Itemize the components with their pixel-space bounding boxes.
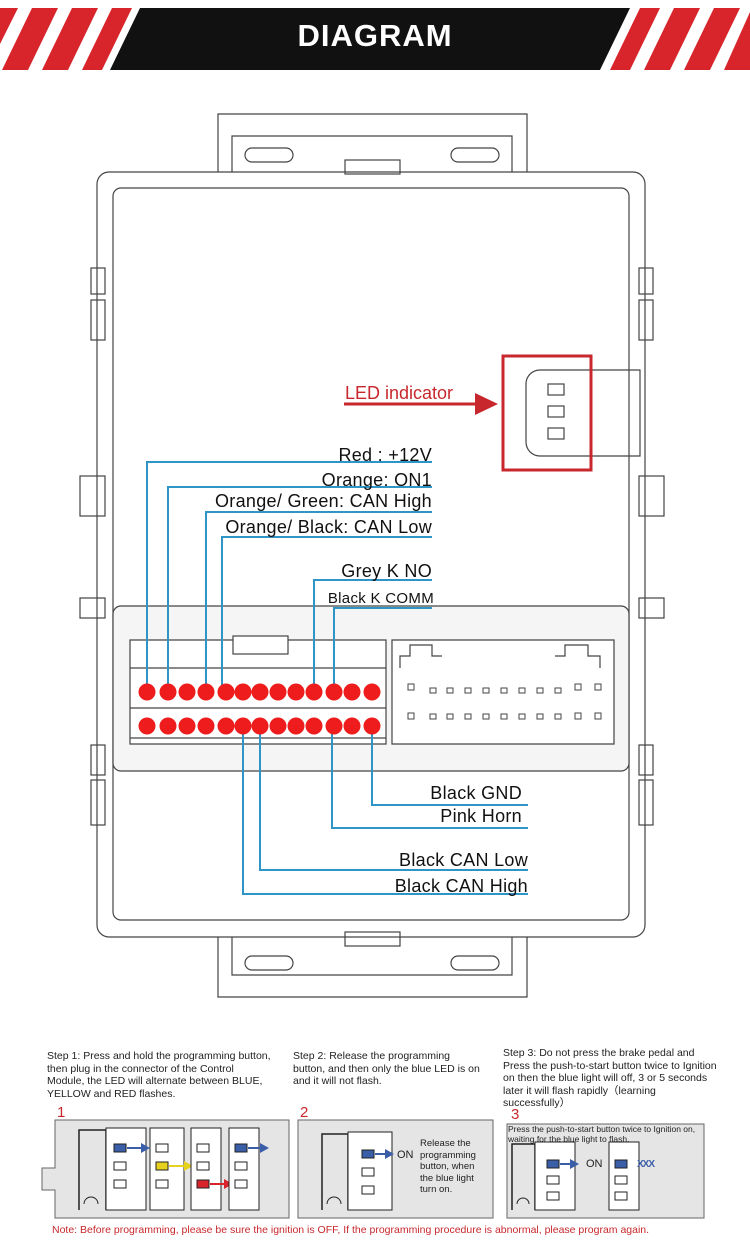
connector-pin [343,717,361,735]
connector-pin [325,717,343,735]
step-2-caption: Release the programming button, when the… [420,1138,476,1195]
connector-pin [234,683,252,701]
wire-label-pink-horn: Pink Horn [440,806,522,826]
step-1-text: Step 1: Press and hold the programming b… [47,1050,271,1100]
step-2-on-label: ON [397,1149,414,1161]
step-1-number: 1 [57,1104,66,1121]
step-3-illustration [506,1123,705,1219]
step-3-flash-indicator: XXX [637,1159,655,1170]
step-1-illustration [41,1119,290,1219]
connector-pin [251,717,269,735]
header-banner [0,8,750,70]
connector-pin [217,717,235,735]
connector-pin [138,717,156,735]
step-3-number: 3 [511,1106,520,1123]
connector-pin [178,683,196,701]
connector-pin [138,683,156,701]
programming-note: Note: Before programming, please be sure… [52,1224,650,1236]
connector-pin [287,717,305,735]
step-2-text: Step 2: Release the programming button, … [293,1050,480,1087]
connector-pin [159,683,177,701]
connector-pin [305,717,323,735]
wire-label-black-can-high: Black CAN High [394,876,528,896]
connector-pin [363,717,381,735]
step-3-text: Step 3: Do not press the brake pedal and… [503,1047,717,1109]
step-2-illustration [297,1119,494,1219]
page-title: DIAGRAM [297,18,453,53]
connector-pin [305,683,323,701]
wire-label-black-can-low: Black CAN Low [399,850,528,870]
wire-label-orange-on1: Orange: ON1 [321,470,432,490]
step-2-number: 2 [300,1104,309,1121]
step-3-on-label: ON [586,1158,603,1170]
connector-pin [363,683,381,701]
wire-label-black-gnd: Black GND [430,783,522,803]
connector-pin [343,683,361,701]
connector-pin [178,717,196,735]
connector-pin [197,717,215,735]
connector-pin [287,683,305,701]
wire-label-grey-k-no: Grey K NO [341,561,432,581]
wire-label-red-12v: Red : +12V [338,445,432,465]
connector-pin [159,717,177,735]
connector-pin [269,717,287,735]
connector-pin [325,683,343,701]
connector-pin [217,683,235,701]
connector-pin [269,683,287,701]
led-indicator-label: LED indicator [345,383,454,403]
connector-pin [234,717,252,735]
wire-label-orange-green-can-high: Orange/ Green: CAN High [215,491,432,511]
connector-pin [251,683,269,701]
step-3-caption: Press the push-to-start button twice to … [508,1124,696,1144]
wire-label-orange-black-can-low: Orange/ Black: CAN Low [225,517,432,537]
connector-pins [138,683,381,735]
connector-pin [197,683,215,701]
wire-label-black-k-comm: Black K COMM [327,590,434,607]
